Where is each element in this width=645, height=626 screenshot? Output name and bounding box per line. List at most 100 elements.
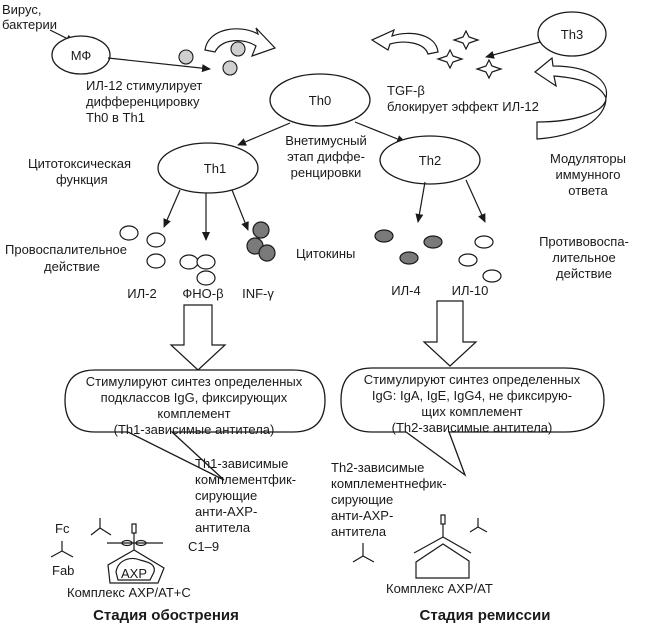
inf-gamma-molecule	[258, 244, 276, 262]
complement-label: C1–9	[188, 539, 219, 554]
th2-bubble-line3: щих комплемент	[421, 404, 522, 419]
complex-right-label: Комплекс АХР/АТ	[386, 581, 493, 596]
antiinflammatory-line3: действие	[556, 266, 612, 281]
curved-hollow-arrow-icon	[370, 28, 439, 55]
extrathymic-line3: ренцировки	[291, 165, 362, 180]
node-th0-label: Th0	[309, 93, 331, 108]
inf-gamma-molecule	[252, 221, 270, 239]
il4-molecule	[399, 251, 419, 265]
mf-to-il12-arrow	[107, 57, 211, 73]
il4-molecule	[423, 235, 443, 249]
il2-molecule	[146, 253, 166, 269]
stage-remission: Стадия ремиссии	[420, 607, 551, 624]
tnf-beta-molecule	[196, 270, 216, 286]
antiinflammatory-line1: Противовоспа-	[539, 234, 629, 249]
virus-label-line2: бактерии	[2, 17, 57, 32]
il10-label: ИЛ-10	[452, 283, 489, 298]
th1-bubble-line2: подклассов IgG, фиксирующих	[101, 390, 288, 405]
il10-molecule	[482, 269, 502, 283]
il12-label-line3: Th0 в Th1	[86, 110, 145, 125]
axp-label: АХР	[121, 566, 147, 581]
proinflammatory-line1: Провоспалительное	[5, 242, 127, 257]
antibody-icon	[352, 543, 375, 563]
node-th2-label: Th2	[419, 153, 441, 168]
th2-bubble-line2: IgG: IgA, IgE, IgG4, не фиксирую-	[372, 388, 572, 403]
modulators-line3: ответа	[568, 183, 608, 198]
modulators-line2: иммунного	[555, 167, 620, 182]
th1-antibodies-line5: антитела	[195, 520, 251, 535]
il10-molecule	[474, 235, 494, 249]
fc-label: Fc	[55, 521, 70, 536]
th2-antibodies-line5: антитела	[331, 524, 387, 539]
th0-to-th1-arrow	[237, 122, 291, 146]
antibody-icon	[50, 541, 74, 558]
star-icon	[475, 58, 503, 80]
antibody-icon	[90, 518, 112, 536]
modulator-feedback-arrow-icon	[533, 56, 608, 140]
node-mf[interactable]	[51, 35, 111, 75]
il2-molecule	[146, 232, 166, 248]
antibody-icon	[469, 518, 488, 533]
il12-molecule	[230, 41, 246, 57]
il12-molecule	[178, 49, 194, 65]
th1-antibodies-line2: комплементфик-	[195, 472, 296, 487]
complex-left-label: Комплекс АХР/АТ+С	[67, 585, 191, 600]
tnf-beta-molecule	[179, 254, 199, 270]
node-th1-label: Th1	[204, 161, 226, 176]
tgf-label-line1: TGF-β	[387, 83, 425, 98]
cytotoxic-line2: функция	[56, 172, 108, 187]
cytotoxic-line1: Цитотоксическая	[28, 156, 131, 171]
th2-bubble-line4: (Th2-зависимые антитела)	[392, 420, 553, 435]
th2-antibodies-line1: Th2-зависимые	[331, 460, 424, 475]
star-icon	[436, 48, 464, 70]
il12-label-line2: дифференцировку	[86, 94, 200, 109]
node-th1[interactable]	[157, 142, 259, 194]
inf-gamma-label: INF-γ	[242, 286, 274, 301]
node-th3-label: Th3	[561, 27, 583, 42]
extrathymic-line2: этап диффе-	[287, 149, 365, 164]
node-th0[interactable]	[269, 73, 371, 127]
extrathymic-line1: Внетимусный	[285, 133, 367, 148]
th0-to-th2-arrow	[354, 121, 406, 143]
curved-hollow-arrow-icon	[204, 27, 277, 57]
node-th3[interactable]	[537, 11, 607, 57]
proinflammatory-line2: действие	[44, 259, 100, 274]
il2-molecule	[119, 225, 139, 241]
th1-antibodies-line3: сирующие	[195, 488, 257, 503]
il12-label-line1: ИЛ-12 стимулирует	[86, 78, 202, 93]
fab-label: Fab	[52, 563, 74, 578]
th1-bubble	[64, 369, 326, 481]
node-th2[interactable]	[379, 135, 481, 185]
th2-bubble	[340, 367, 605, 477]
th2-to-il10-arrow	[465, 179, 486, 223]
th2-antibodies-line3: сирующие	[331, 492, 393, 507]
il2-label: ИЛ-2	[127, 286, 156, 301]
th1-bubble-line3: комплемент	[157, 406, 230, 421]
complex-axp-at-c	[107, 523, 165, 584]
il12-molecule	[222, 60, 238, 76]
il4-label: ИЛ-4	[391, 283, 420, 298]
tnf-beta-molecule	[196, 254, 216, 270]
tgf-label-line2: блокирует эффект ИЛ-12	[387, 99, 539, 114]
th1-bubble-line1: Стимулируют синтез определенных	[86, 374, 303, 389]
modulators-line1: Модуляторы	[550, 151, 626, 166]
tgf-beta-molecules	[436, 29, 503, 80]
antiinflammatory-line2: лительное	[552, 250, 615, 265]
star-icon	[452, 29, 480, 51]
th1-bubble-line4: (Th1-зависимые антитела)	[114, 422, 275, 437]
tnf-beta-label: ФНО-β	[182, 286, 223, 301]
th2-down-arrow-icon	[422, 300, 478, 367]
th2-antibodies-line4: анти-АХР-	[331, 508, 393, 523]
th1-antibodies-line1: Th1-зависимые	[195, 456, 288, 471]
th2-to-il4-arrow	[415, 181, 426, 223]
virus-label-line1: Вирус,	[2, 2, 41, 17]
th1-antibodies-line4: анти-АХР-	[195, 504, 257, 519]
th3-to-tgf-arrow	[485, 41, 541, 59]
il4-molecule	[374, 229, 394, 243]
stage-exacerbation: Стадия обострения	[93, 607, 239, 624]
cytokines-label: Цитокины	[296, 246, 355, 261]
complex-axp-at	[413, 514, 472, 579]
node-mf-label: МФ	[71, 48, 92, 63]
il10-molecule	[458, 253, 478, 267]
